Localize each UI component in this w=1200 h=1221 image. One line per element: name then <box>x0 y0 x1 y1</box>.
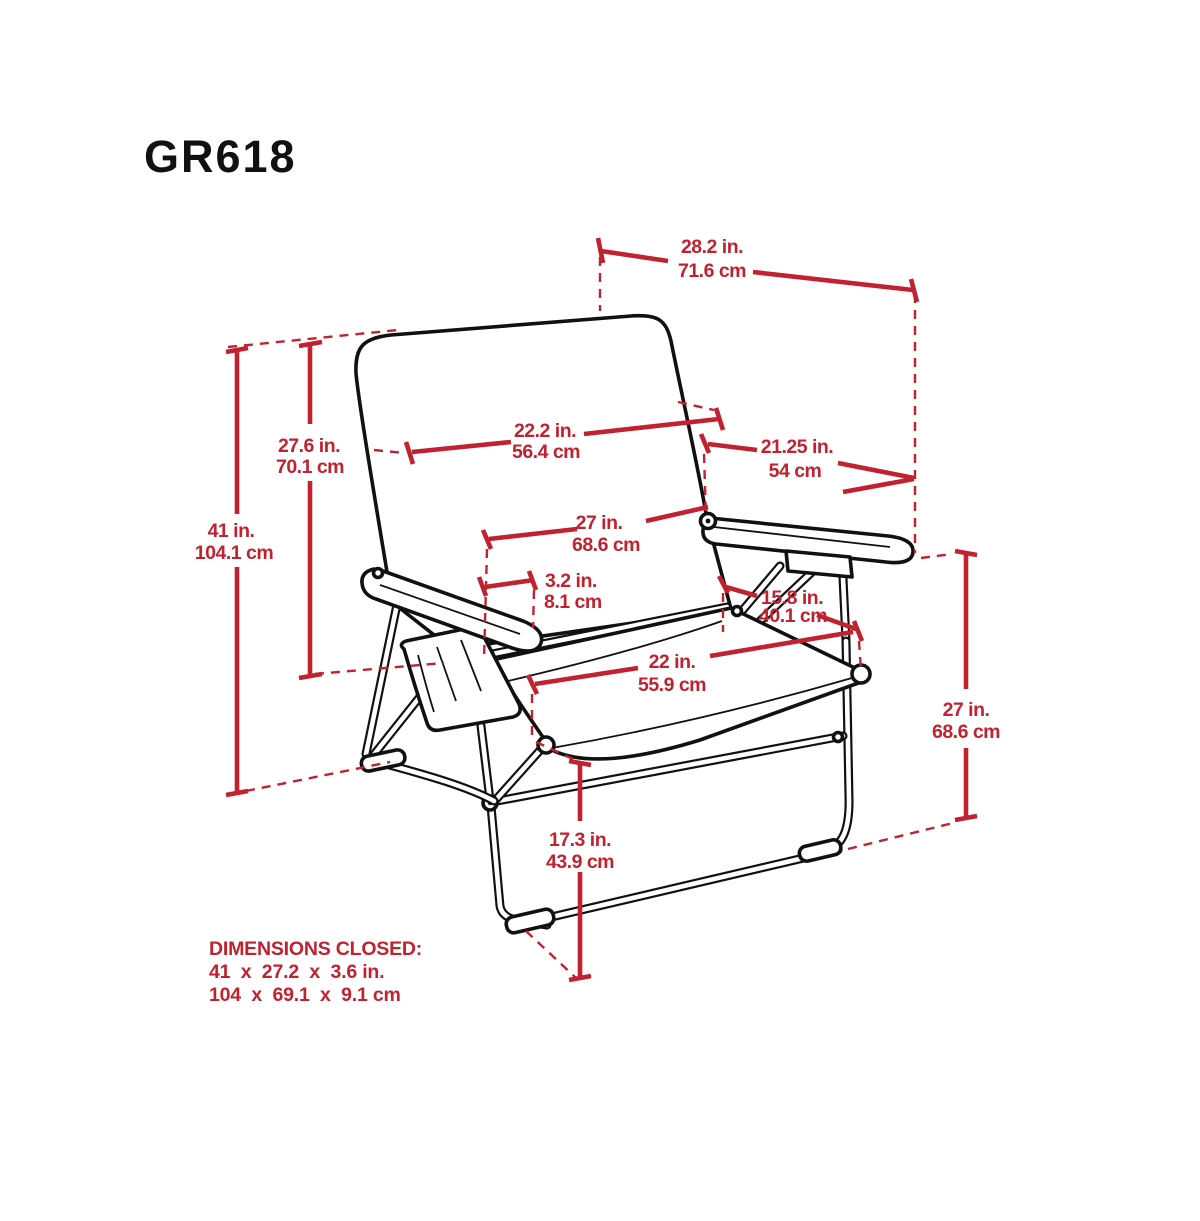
dim-overall-height-line <box>225 345 249 798</box>
pouch-crease-1 <box>436 646 457 702</box>
closed-dimensions-block: DIMENSIONS CLOSED: 41 x 27.2 x 3.6 in. 1… <box>209 938 422 1006</box>
mid-cross-rail-inner <box>489 733 846 805</box>
left-armrest-pivot <box>371 566 385 580</box>
dimension-lines <box>225 237 978 983</box>
armrest-strut-rear-inner <box>757 569 815 624</box>
dim-seat-height-projection <box>525 930 577 979</box>
dim-back-width-line <box>403 407 726 465</box>
dim-depth-line <box>698 433 915 495</box>
label-back-height-in: 27.6 in. <box>278 435 340 457</box>
label-seat-depth-in: 15.8 in. <box>761 587 823 609</box>
front-leg-brace-inner <box>489 744 546 807</box>
left-armrest-edge-line <box>379 584 521 635</box>
front-bottom-tube-inner <box>379 760 497 804</box>
dim-armrest-width-projection <box>531 589 536 629</box>
dim-seat-depth-line <box>716 574 865 642</box>
closed-dimensions-inches: 41 x 27.2 x 3.6 in. <box>209 961 384 983</box>
label-armrest-width-cm: 8.1 cm <box>544 591 602 613</box>
seat-fabric-hem-front <box>551 677 853 749</box>
label-overall-height-cm: 104.1 cm <box>195 542 274 564</box>
label-seat-width-cm: 55.9 cm <box>638 674 706 696</box>
label-back-height-cm: 70.1 cm <box>276 456 344 478</box>
label-back-width-in: 22.2 in. <box>514 420 576 442</box>
foot-pad-rear <box>797 838 843 863</box>
label-armrest-height-in: 27 in. <box>943 699 990 721</box>
label-top-width-cm: 71.6 cm <box>678 260 746 282</box>
dim-width-overall-line <box>480 504 709 550</box>
chair-line-art <box>354 313 915 935</box>
label-seat-height-cm: 43.9 cm <box>546 851 614 873</box>
dim-top-width-line <box>595 237 920 303</box>
chair-backrest <box>354 313 733 651</box>
dim-armrest-height-projection <box>847 552 954 851</box>
pouch-crease-2 <box>460 639 482 692</box>
dim-overall-height-projection <box>227 328 399 793</box>
label-width-overall-in: 27 in. <box>576 512 623 534</box>
right-armrest-edge-line <box>713 526 891 548</box>
dim-back-height-projection <box>314 661 445 676</box>
backrest-pivot-bolt <box>705 518 711 524</box>
seat-roll-front <box>536 735 556 755</box>
dimension-labels: 28.2 in. 71.6 cm 27.6 in. 70.1 cm 41 in.… <box>195 236 1001 873</box>
dim-width-overall-projection <box>482 548 489 661</box>
label-depth-in: 21.25 in. <box>761 436 834 458</box>
dim-top-width-projection <box>598 257 917 553</box>
right-armrest-bracket <box>784 549 854 579</box>
label-overall-height-in: 41 in. <box>208 520 255 542</box>
dim-seat-width-projection <box>530 694 576 762</box>
label-top-width-in: 28.2 in. <box>681 236 743 258</box>
dim-back-width-projection <box>373 400 715 455</box>
model-number-title: GR618 <box>144 131 297 182</box>
armrest-post-inner <box>840 575 849 644</box>
mid-rail-bolt <box>831 730 845 744</box>
dim-armrest-width-line <box>476 570 539 597</box>
seat-roll-right <box>850 663 872 685</box>
dim-back-height-line <box>298 339 323 681</box>
closed-dimensions-heading: DIMENSIONS CLOSED: <box>209 938 422 960</box>
label-armrest-width-in: 3.2 in. <box>545 570 597 592</box>
label-seat-depth-cm: 40.1 cm <box>759 605 827 627</box>
closed-dimensions-centimeters: 104 x 69.1 x 9.1 cm <box>209 984 401 1006</box>
seat-fabric-hem-rear <box>507 620 723 682</box>
pouch-crease-3 <box>417 654 435 713</box>
left-leg-rear-tube-inner <box>363 587 403 757</box>
label-width-overall-cm: 68.6 cm <box>572 534 640 556</box>
dim-seat-depth-projection <box>721 593 863 671</box>
label-armrest-height-cm: 68.6 cm <box>932 721 1000 743</box>
dim-seat-height-line <box>568 758 592 983</box>
frame-bracket-bolt <box>730 604 744 618</box>
foot-pad-center <box>504 907 556 935</box>
dim-armrest-height-line <box>954 548 978 823</box>
label-seat-height-in: 17.3 in. <box>549 829 611 851</box>
label-back-width-cm: 56.4 cm <box>512 441 580 463</box>
armrest-strut-front-inner <box>739 563 783 614</box>
dim-seat-width-line <box>525 629 854 695</box>
label-depth-cm: 54 cm <box>769 460 822 482</box>
front-leg-upper-inner <box>478 723 493 803</box>
label-seat-width-in: 22 in. <box>649 651 696 673</box>
